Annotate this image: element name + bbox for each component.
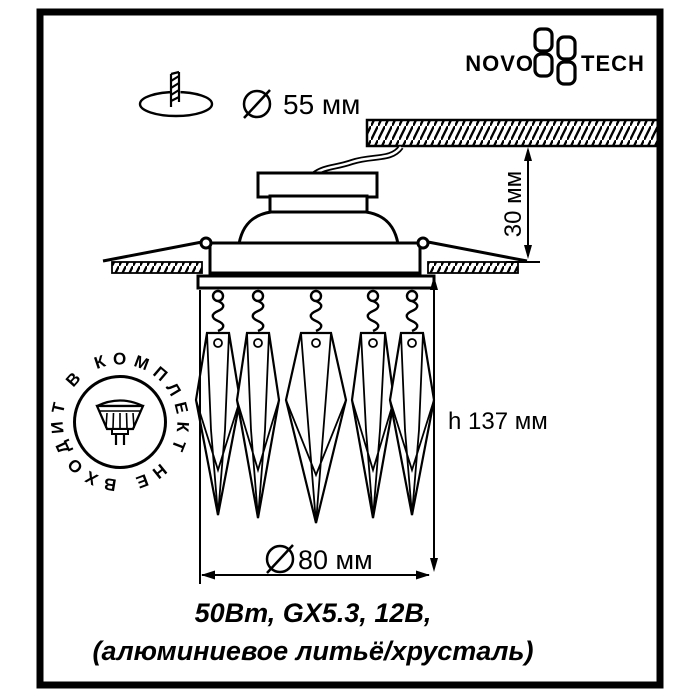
clip-pivot-left	[199, 236, 213, 250]
spec-line-2: (алюминиевое литьё/хрусталь)	[93, 636, 534, 666]
novotech-pinwheel-icon	[533, 27, 577, 86]
wordmark-novo: NOVO	[465, 51, 534, 76]
height-label: h 137 мм	[448, 408, 548, 435]
housing-neck	[268, 194, 369, 215]
crystal-pendant	[350, 331, 396, 519]
drill-hole-icon	[138, 70, 214, 118]
crystal-pendants	[194, 331, 436, 524]
mounting-clips	[102, 236, 528, 274]
body-diameter-dimension	[199, 290, 430, 584]
not-included-stamp: ДИТ В КОМПЛЕКТ НЕ ВХО	[47, 349, 192, 494]
height-dimension	[430, 276, 438, 572]
clip-pivot-right	[416, 236, 430, 250]
recess-depth-label: 30 мм	[500, 171, 527, 237]
housing-dome	[237, 210, 400, 246]
mr16-lamp-icon	[95, 399, 145, 445]
spring-clip-left	[102, 240, 203, 263]
crystal-pendant	[284, 331, 348, 524]
fixture-rim	[208, 241, 422, 275]
svg-text:80 мм: 80 мм	[298, 545, 373, 575]
hanger-chain	[251, 289, 265, 333]
diameter-symbol-icon	[265, 544, 295, 574]
wordmark-tech: TECH	[581, 51, 645, 76]
junction-box	[256, 171, 379, 199]
hanger-chain	[309, 289, 323, 333]
trim-flange-right	[427, 261, 519, 274]
hanger-chain	[366, 289, 380, 333]
hanger-chain	[405, 289, 419, 333]
diameter-symbol-icon	[242, 89, 272, 119]
crystal-pendant	[235, 331, 281, 519]
trim-flange-left	[111, 261, 203, 274]
border-frame	[36, 8, 664, 689]
hanger-chain	[211, 289, 225, 333]
spring-clip-right	[427, 240, 528, 263]
power-wire-icon	[311, 144, 404, 178]
cutout-diameter-label: 55 мм	[242, 89, 360, 120]
brand-logo: NOVO TECH	[465, 27, 645, 86]
svg-text:55 мм: 55 мм	[283, 89, 360, 120]
crystal-pendant	[194, 331, 242, 516]
ceiling-panel	[365, 118, 661, 148]
spec-line-1: 50Вт, GX5.3, 12В,	[195, 598, 432, 628]
body-diameter-label: 80 мм	[265, 544, 373, 575]
crystal-ring	[196, 274, 436, 290]
fixture-body	[208, 171, 422, 275]
hanger-chains	[211, 289, 419, 333]
crystal-pendant	[388, 331, 436, 516]
